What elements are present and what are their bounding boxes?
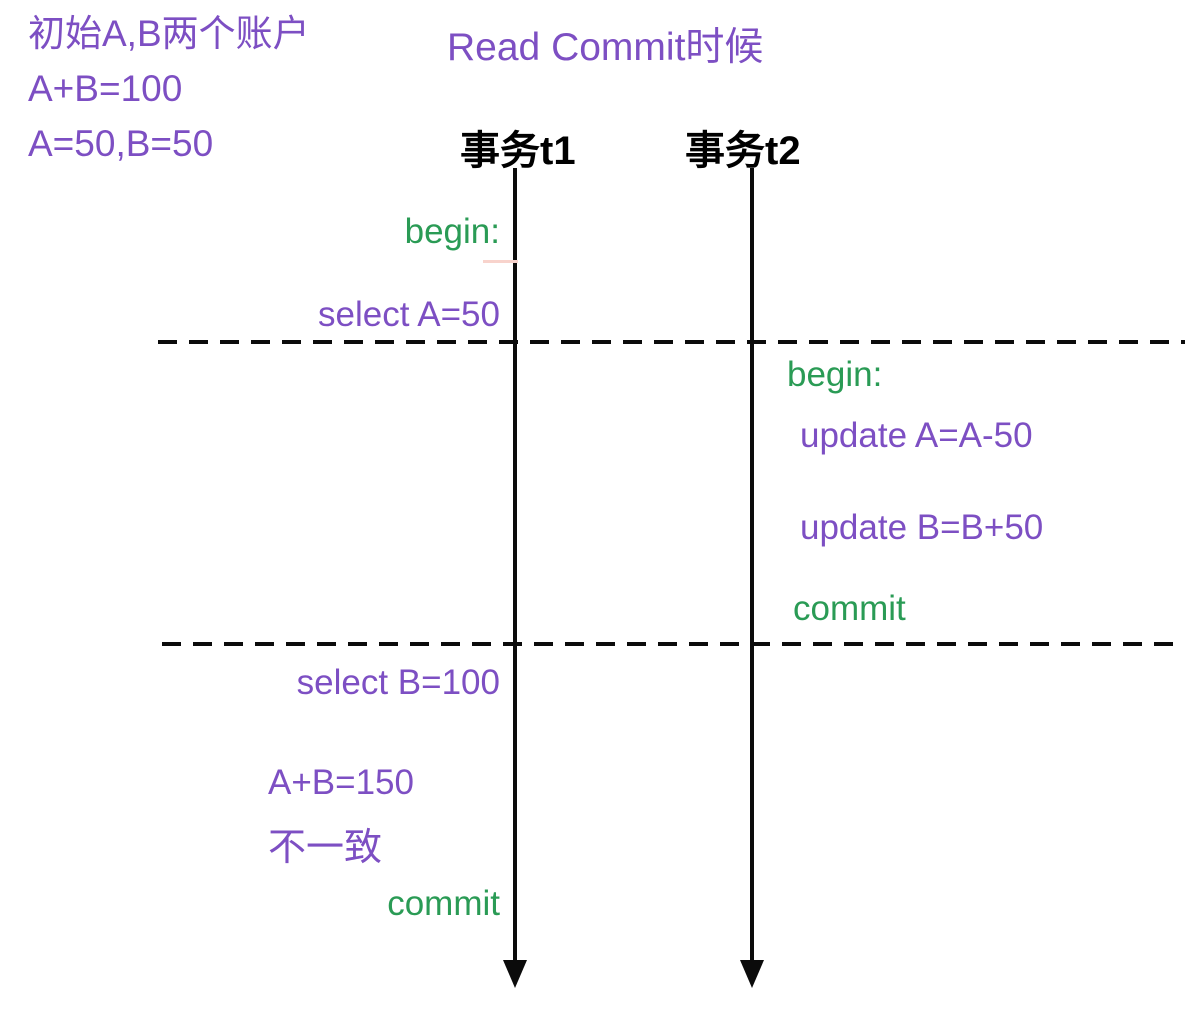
timeline-t1-line (513, 168, 517, 962)
dashed-separator-top (158, 340, 1185, 344)
t2-commit-label: commit (793, 589, 906, 628)
t2-update-a-label: update A=A-50 (800, 416, 1033, 455)
lane-label-transaction-t1: 事务t1 (460, 129, 576, 173)
note-sum-equation: A+B=100 (28, 68, 183, 109)
timeline-t2-line (750, 168, 754, 962)
note-values: A=50,B=50 (28, 123, 214, 164)
t1-select-b-label: select B=100 (296, 663, 500, 702)
timeline-t2-arrowhead-icon (740, 960, 764, 988)
dashed-separator-bottom (162, 642, 1185, 646)
t1-commit-label: commit (387, 884, 500, 923)
t1-begin-label: begin: (404, 212, 500, 251)
note-initial-accounts: 初始A,B两个账户 (28, 13, 310, 54)
lane-label-transaction-t2: 事务t2 (685, 129, 801, 173)
t2-begin-label: begin: (787, 355, 883, 394)
t1-inconsistency-label: 不一致 (268, 827, 383, 869)
t1-sum-result-label: A+B=150 (268, 763, 414, 802)
initial-state-notes: 初始A,B两个账户 A+B=100 A=50,B=50 (28, 6, 310, 171)
pink-stroke-artifact (483, 260, 518, 263)
timeline-t1-arrowhead-icon (503, 960, 527, 988)
diagram-title: Read Commit时候 (447, 26, 764, 69)
t2-update-b-label: update B=B+50 (800, 508, 1044, 547)
t1-select-a-label: select A=50 (318, 295, 500, 334)
